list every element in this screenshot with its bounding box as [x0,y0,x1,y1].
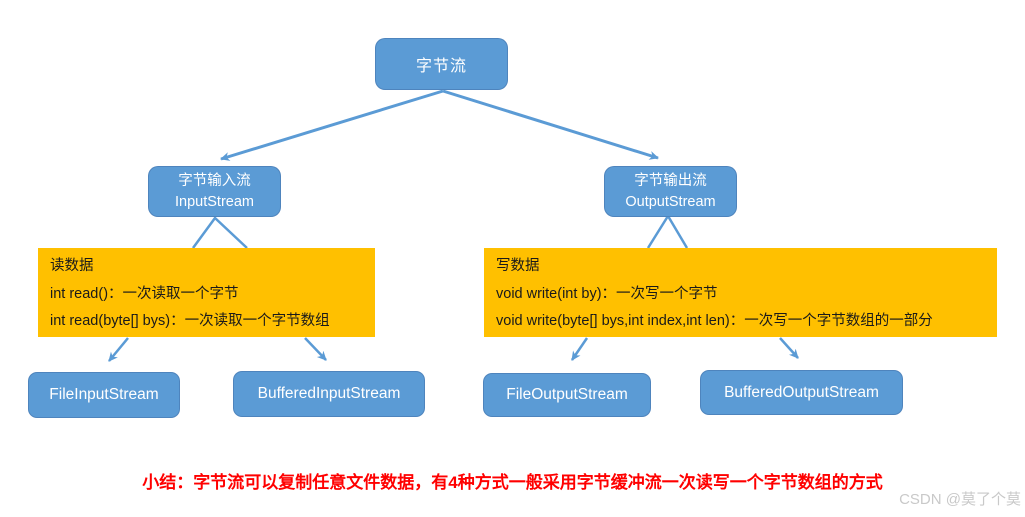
arrow-root-to-input [220,89,444,161]
arrow-to-bufferedoutputstream [779,337,799,359]
read-detail-heading: 读数据 [50,258,94,274]
write-detail-line-1: void write(int by)：一次写一个字节 [496,285,718,302]
arrow-to-fileinputstream [108,337,129,362]
write-detail-heading: 写数据 [496,258,540,274]
read-detail-line-2: int read(byte[] bys)：一次读取一个字节数组 [50,313,330,329]
arrow-root-to-output [442,89,659,160]
summary-text: 小结：字节流可以复制任意文件数据，有4种方式一般采用字节缓冲流一次读写一个字节数… [142,473,883,492]
node-input-stream-title: 字节输入流 [178,172,251,189]
node-fileinputstream: FileInputStream [28,372,180,418]
node-fileoutputstream: FileOutputStream [483,373,651,417]
node-bufferedoutputstream: BufferedOutputStream [700,370,903,415]
node-input-stream-subtitle: InputStream [175,193,254,210]
arrow-to-fileoutputstream [570,337,589,361]
arrow-to-bufferedinputstream [304,337,327,361]
node-output-stream-subtitle: OutputStream [625,193,716,210]
read-detail-line-1: int read()：一次读取一个字节 [50,285,239,302]
csdn-watermark: CSDN @莫了个莫 [899,491,1021,508]
write-data-detail-box: 写数据 void write(int by)：一次写一个字节 void writ… [484,248,997,337]
write-detail-line-2: void write(byte[] bys,int index,int len)… [496,313,933,329]
node-output-stream: 字节输出流 OutputStream [604,166,737,217]
chevron-output-detail [646,213,689,249]
node-input-stream: 字节输入流 InputStream [148,166,281,217]
node-byte-stream: 字节流 [375,38,508,90]
node-bufferedinputstream: BufferedInputStream [233,371,425,417]
read-data-detail-box: 读数据 int read()：一次读取一个字节 int read(byte[] … [38,248,375,337]
chevron-input-detail [191,216,248,249]
node-output-stream-title: 字节输出流 [634,172,707,189]
